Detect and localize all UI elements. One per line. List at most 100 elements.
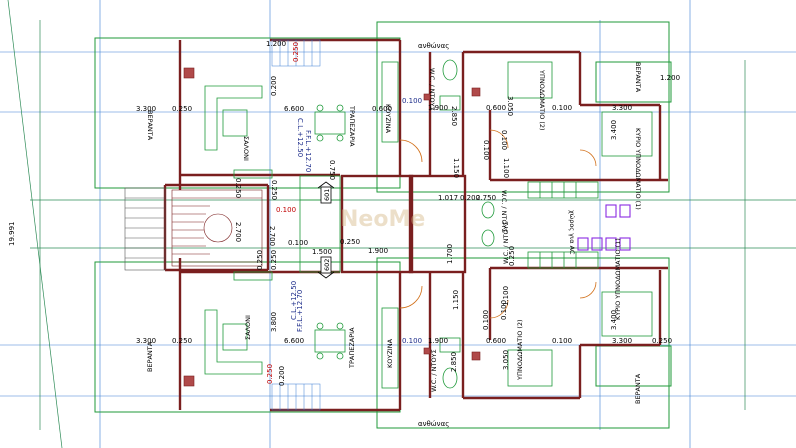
dim-text: 0.200 [270, 76, 278, 96]
dim-text: 1.900 [368, 247, 388, 255]
label-bed1-top: ΚΥΡΙΟ ΥΠΝΟΔΩΜΑΤΙΟ (1) [634, 128, 642, 210]
label-trapezaria-bottom: ΤΡΑΠΕΖΑΡΙΑ [348, 327, 356, 369]
unit-label-602: 602 [323, 259, 331, 271]
dim-text: 2.700 [268, 226, 276, 246]
label-wc-bottom: W.C. / ΝΤΟΥΣ [430, 349, 438, 392]
dim-text: 6.600 [284, 337, 304, 345]
room-labels: ανθώνας ανθώνας W.C. / ΝΤΟΥΣ W.C. / ΝΤΟΥ… [8, 42, 642, 428]
bottom-stair-flight [271, 383, 321, 411]
dim-text: 0.100 [402, 97, 422, 105]
label-anthonas-top: ανθώνας [418, 42, 449, 50]
dim-text: 3.050 [506, 96, 514, 116]
label-ffl-bottom: F.F.L.+12.70 [296, 290, 304, 332]
dim-text: 2.700 [234, 222, 242, 242]
dim-text: 1.900 [428, 337, 448, 345]
dim-text: 0.600 [486, 337, 506, 345]
label-veranda-bottom-right: ΒΕΡΑΝΤΑ [634, 373, 642, 404]
label-ffl-top: F.F.L.+12.70 [304, 130, 312, 172]
label-cl-bottom: C.L.+12.50 [290, 281, 298, 320]
label-ac-space: χώρος για AC [568, 210, 576, 255]
dim-text: 0.250 [292, 42, 300, 62]
dim-text: 3.300 [612, 337, 632, 345]
label-wc-top: W.C. / ΝΤΟΥΣ [428, 68, 436, 111]
doors [399, 129, 597, 319]
top-stair-flight [271, 39, 321, 67]
dim-text: 0.100 [276, 206, 296, 214]
dim-text: 3.800 [270, 312, 278, 332]
dim-text: 0.100 [500, 130, 508, 150]
label-saloni-bottom: ΣΑΛΟΝΙ [244, 315, 252, 340]
dim-text: 0.250 [172, 337, 192, 345]
dim-text: 1.100 [502, 286, 510, 306]
dim-text: 0.600 [372, 105, 392, 113]
main-stair [171, 189, 263, 267]
dim-text: 2.850 [450, 106, 458, 126]
dim-text: 0.250 [340, 238, 360, 246]
unit-marker-602: 602 [317, 256, 335, 279]
unit-label-601: 601 [323, 189, 331, 201]
dim-text: 0.100 [288, 239, 308, 247]
dim-text: 0.250 [256, 250, 264, 270]
dim-text: 1.100 [502, 158, 510, 178]
fireplaces [183, 67, 481, 387]
dim-text: 0.100 [482, 140, 490, 160]
dim-text: 1.017 [438, 194, 458, 202]
dim-text: 3.400 [610, 310, 618, 330]
dim-text: 2.850 [450, 352, 458, 372]
dim-text: 0.250 [508, 246, 516, 266]
dim-text: 0.200 [278, 366, 286, 386]
label-veranda-bottom-left: ΒΕΡΑΝΤΑ [146, 341, 154, 372]
dim-text: 3.300 [136, 337, 156, 345]
label-bed2-top: ΥΠΝΟΔΩΜΑΤΙΟ (2) [538, 69, 546, 131]
dim-text: 1.200 [660, 74, 680, 82]
label-veranda-top-right: ΒΕΡΑΝΤΑ [634, 62, 642, 93]
dim-text: 0.250 [266, 364, 274, 384]
label-bed2-bottom: ΥΠΝΟΔΩΜΑΤΙΟ (2) [516, 319, 524, 381]
label-trapezaria-top: ΤΡΑΠΕΖΑΡΙΑ [348, 105, 356, 147]
furniture [204, 59, 653, 389]
dimension-labels: 3.300 0.250 6.600 0.600 0.100 1.900 0.60… [136, 40, 680, 386]
dim-text: 0.200 [460, 194, 480, 202]
dim-text: 2.750 [476, 194, 496, 202]
dim-text: 0.250 [172, 105, 192, 113]
dim-text: 0.100 [482, 310, 490, 330]
dim-text: 3.050 [502, 350, 510, 370]
dim-text: 3.300 [612, 104, 632, 112]
dim-text: 0.250 [234, 178, 242, 198]
dim-text: 1.150 [452, 290, 460, 310]
label-veranda-top-left: ΒΕΡΑΝΤΑ [146, 110, 154, 141]
dim-text: 1.700 [446, 244, 454, 264]
dim-text: 0.100 [402, 337, 422, 345]
label-side-dimension: 19.991 [8, 222, 16, 247]
dim-text: 0.750 [328, 160, 336, 180]
label-cl-top: C.L.+12.50 [296, 118, 304, 157]
unit-marker-601: 601 [317, 181, 335, 204]
ac-units [577, 204, 631, 251]
label-anthonas-bottom: ανθώνας [418, 420, 449, 428]
dim-text: 1.200 [266, 40, 286, 48]
dim-text: 0.100 [552, 337, 572, 345]
dim-text: 3.300 [136, 105, 156, 113]
dim-text: 0.600 [486, 104, 506, 112]
dim-text: 3.400 [610, 120, 618, 140]
label-kouzina-top: ΚΟΥΖΙΝΑ [384, 104, 392, 134]
dim-text: 1.900 [428, 104, 448, 112]
label-wc-mid-bottom: W.C. / ΝΤΟΥΣ [502, 221, 510, 264]
side-stair [124, 187, 166, 271]
label-wc-mid-top: W.C. / ΝΤΟΥΣ [500, 190, 508, 233]
dim-text: 0.100 [552, 104, 572, 112]
dim-text: 0.250 [270, 180, 278, 200]
walls [163, 38, 668, 412]
dim-text: 0.250 [270, 250, 278, 270]
label-bed1-bottom: ΚΥΡΙΟ ΥΠΝΟΔΩΜΑΤΙΟ (1) [614, 238, 622, 320]
label-kouzina-bottom: ΚΟΥΖΙΝΑ [386, 338, 394, 368]
dim-text: 6.600 [284, 105, 304, 113]
dim-text: 1.150 [452, 158, 460, 178]
dim-text: 1.500 [312, 248, 332, 256]
dim-text: 0.100 [500, 300, 508, 320]
watermark-logo: NeoMe [340, 207, 425, 232]
label-saloni-top: ΣΑΛΟΝΙ [242, 136, 250, 161]
dim-text: 0.250 [652, 337, 672, 345]
